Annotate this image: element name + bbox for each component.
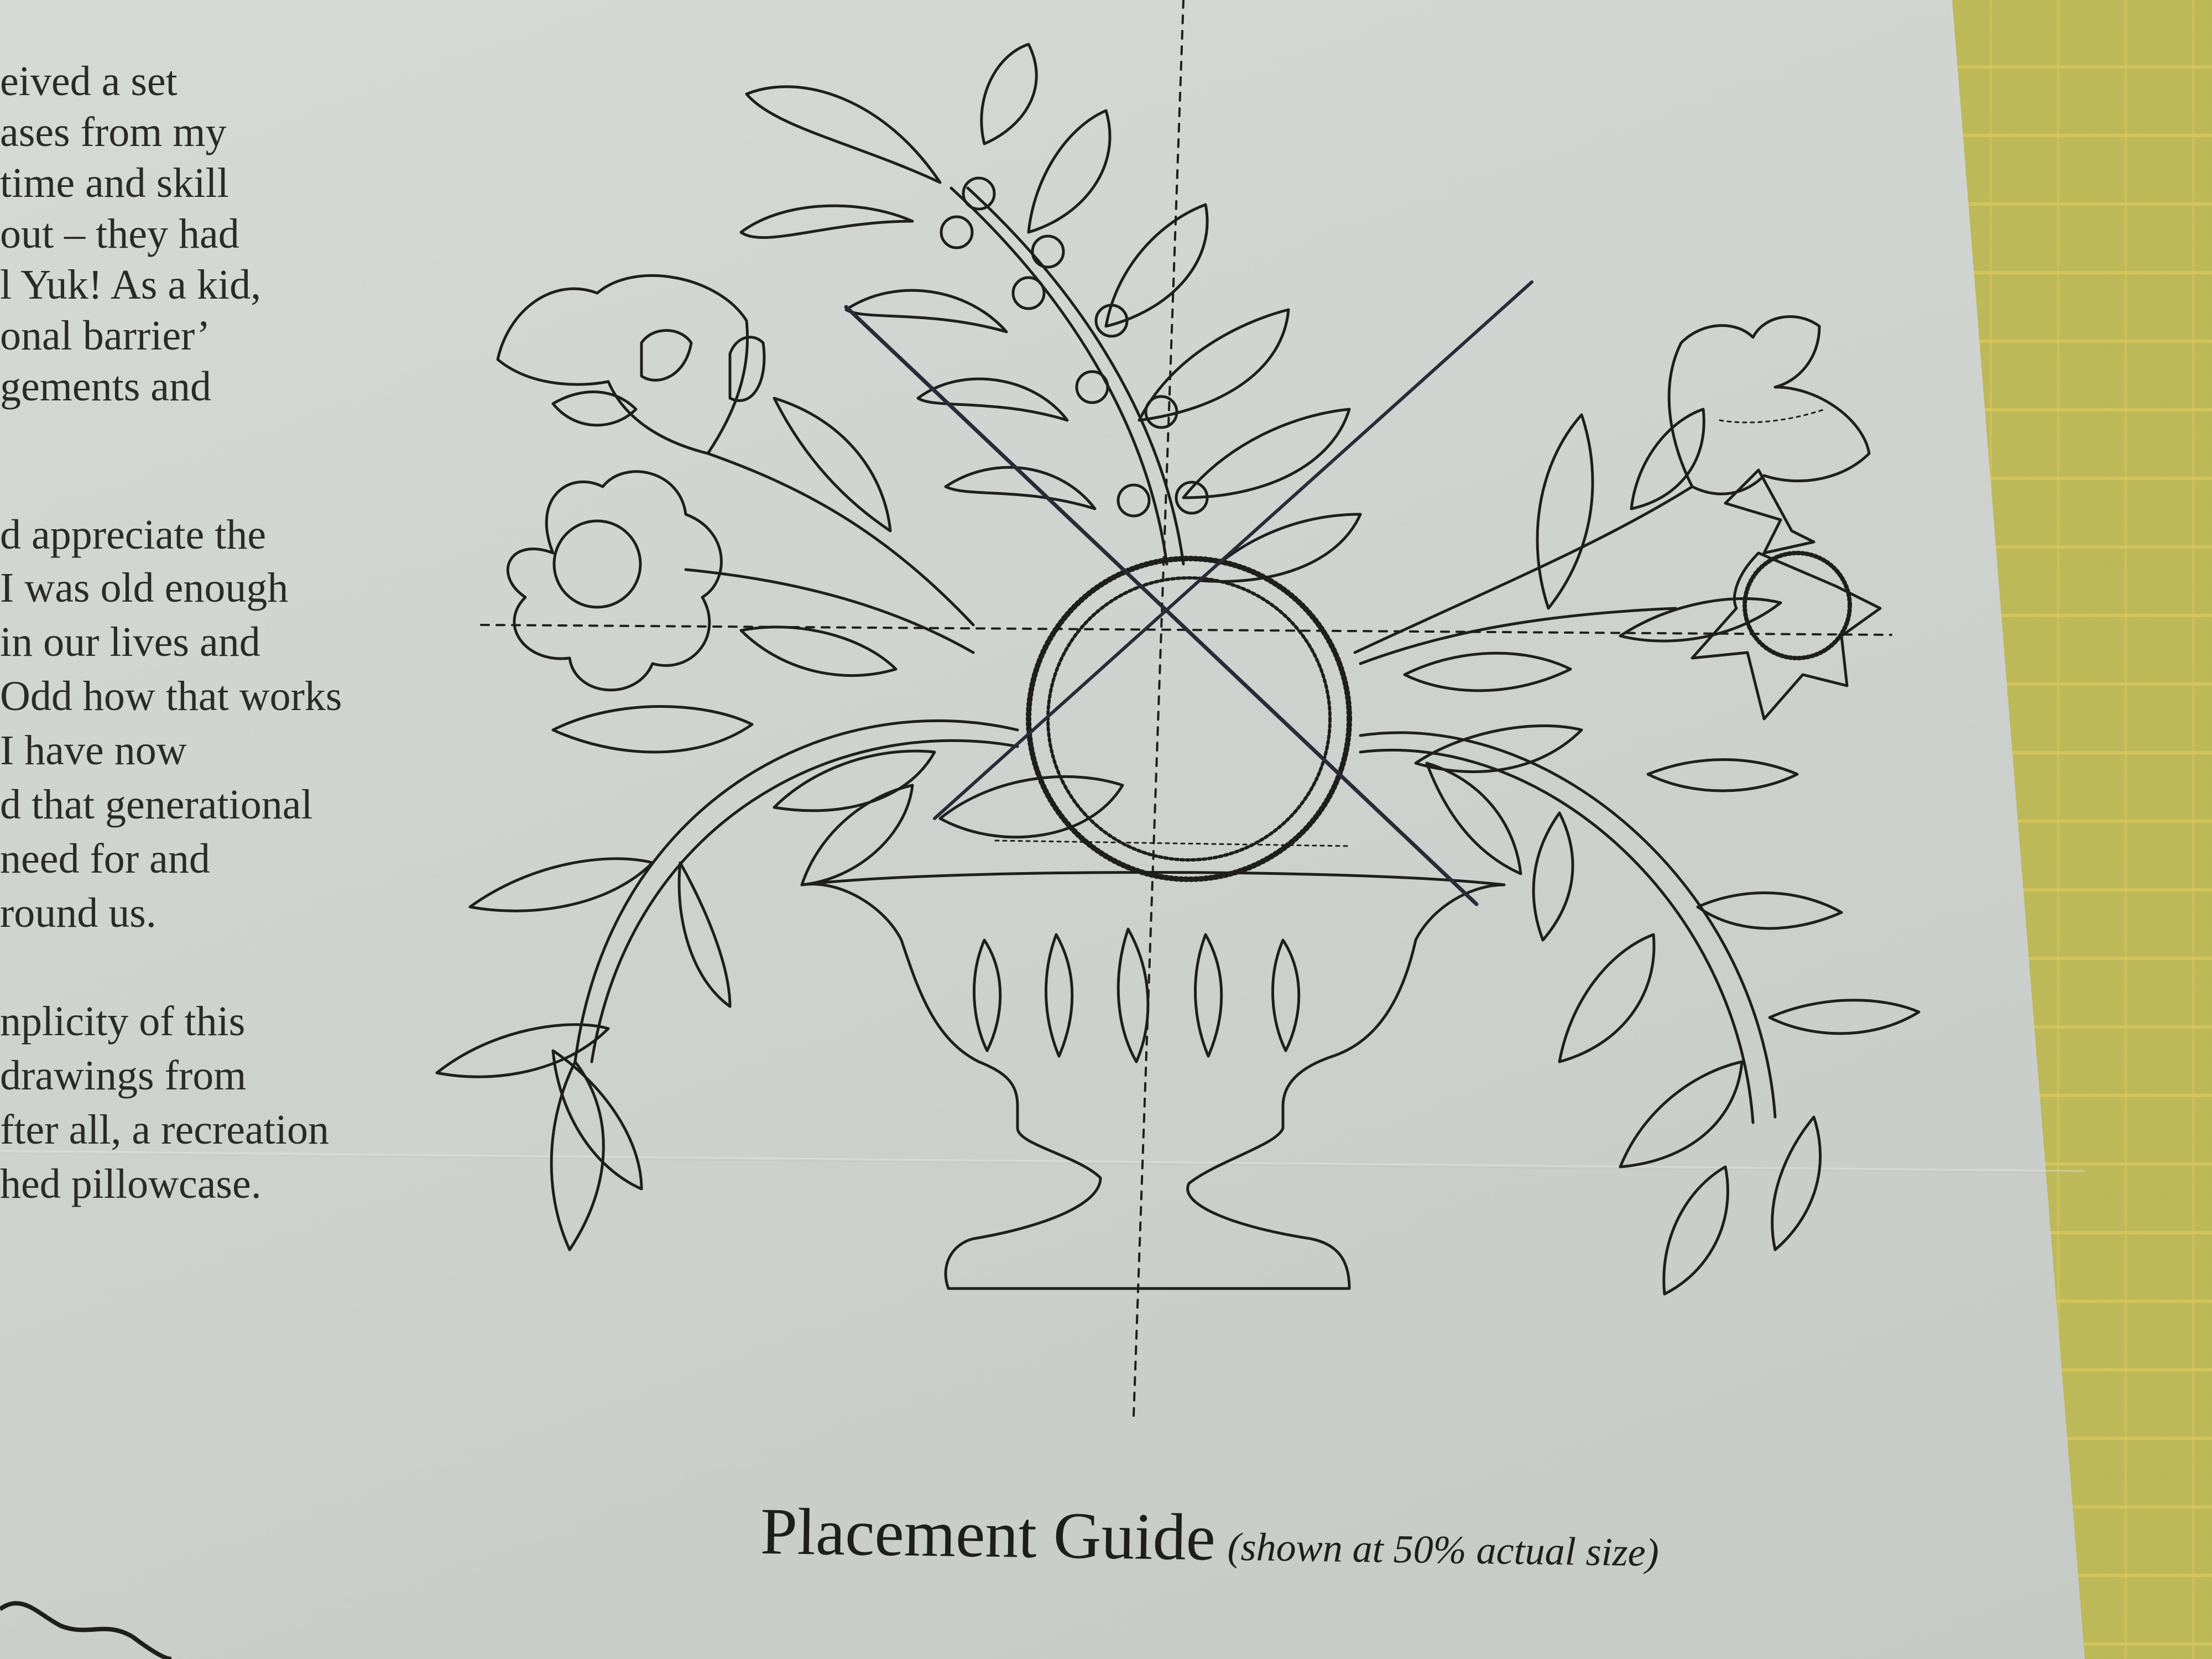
left-leaves (435, 397, 1124, 1251)
text-line: gements and (0, 363, 212, 410)
left-scalloped-flower (506, 470, 723, 692)
text-line: round us. (0, 890, 156, 936)
left-flower-center (552, 519, 642, 609)
needle-2 (933, 280, 1533, 820)
needle-1 (844, 305, 1479, 906)
text-line: I have now (0, 727, 187, 774)
text-line: nplicity of this (0, 998, 246, 1045)
text-line: d appreciate the (0, 512, 267, 558)
pattern-sheet (0, 0, 2085, 1659)
right-star-flower (1691, 468, 1882, 721)
text-line: time and skill (0, 160, 229, 206)
left-stem-upper (706, 452, 975, 627)
text-line: in our lives and (0, 619, 260, 665)
text-line: d that generational (0, 781, 313, 828)
text-line: I was old enough (0, 565, 289, 611)
center-ring-inner (1046, 576, 1332, 862)
right-tulip (1667, 315, 1871, 495)
left-tulip (496, 274, 749, 455)
caption-title: Placement Guide (760, 1494, 1216, 1574)
urn-outline (800, 883, 1506, 1290)
vertical-centerline (1133, 0, 1185, 1417)
text-line: out – they had (0, 211, 239, 257)
right-stem-upper (1353, 485, 1694, 654)
text-line: drawings from (0, 1052, 247, 1099)
text-line: eived a set (0, 58, 178, 105)
right-flower-center-stitching (1743, 551, 1852, 660)
needle-cross (844, 280, 1533, 906)
right-arching-stem (1359, 731, 1777, 1119)
central-leaves (739, 43, 1362, 583)
text-line: need for and (0, 836, 210, 882)
right-leaves (1403, 408, 1921, 1296)
placement-guide-caption: Placement Guide (shown at 50% actual siz… (760, 1493, 1660, 1582)
left-arching-stem (573, 719, 1019, 1063)
text-line: l Yuk! As a kid, (0, 262, 262, 308)
center-ring-stitching (1026, 556, 1352, 882)
urn-flutes (973, 927, 1301, 1063)
text-line: onal barrier’ (0, 312, 211, 359)
text-line: hed pillowcase. (0, 1161, 262, 1207)
bottom-left-drawing-fragment (0, 1601, 172, 1659)
text-line: ases from my (0, 109, 227, 155)
text-line: fter all, a recreation (0, 1107, 329, 1153)
caption-note: (shown at 50% actual size) (1227, 1524, 1660, 1575)
text-line: Odd how that works (0, 673, 342, 719)
